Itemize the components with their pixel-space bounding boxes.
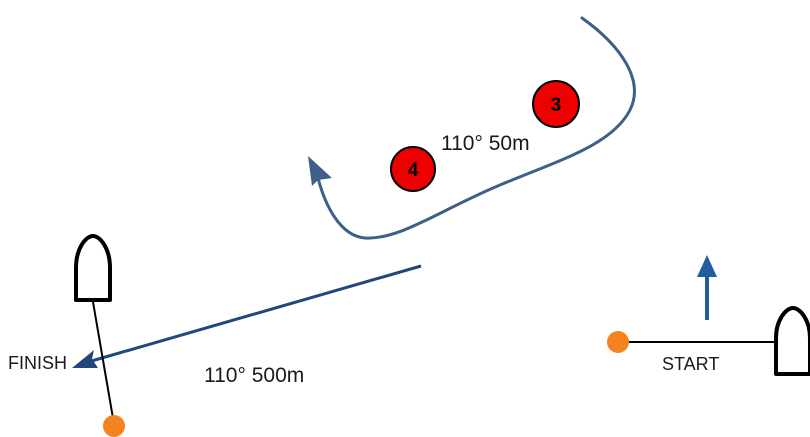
start-pin-icon — [607, 331, 629, 353]
start-label: START — [662, 354, 719, 374]
mark-3: 3 — [532, 80, 580, 128]
mark-4-number: 4 — [408, 160, 419, 181]
finish-label: FINISH — [8, 353, 67, 373]
start-boat-icon — [774, 306, 810, 376]
long-leg-line — [87, 264, 422, 364]
leg-long-label: 110° 500m — [204, 364, 304, 387]
finish-line — [92, 301, 115, 425]
finish-pin-icon — [103, 415, 125, 437]
rounding-course-arrowhead — [308, 156, 332, 186]
rounding-course-line — [316, 16, 636, 240]
mark-3-number: 3 — [551, 95, 562, 116]
long-leg-arrowhead — [72, 350, 98, 368]
finish-boat-icon — [74, 234, 112, 302]
mark-4: 4 — [390, 146, 436, 192]
start-direction-arrowhead — [697, 255, 717, 277]
leg-short-label: 110° 50m — [441, 132, 530, 155]
